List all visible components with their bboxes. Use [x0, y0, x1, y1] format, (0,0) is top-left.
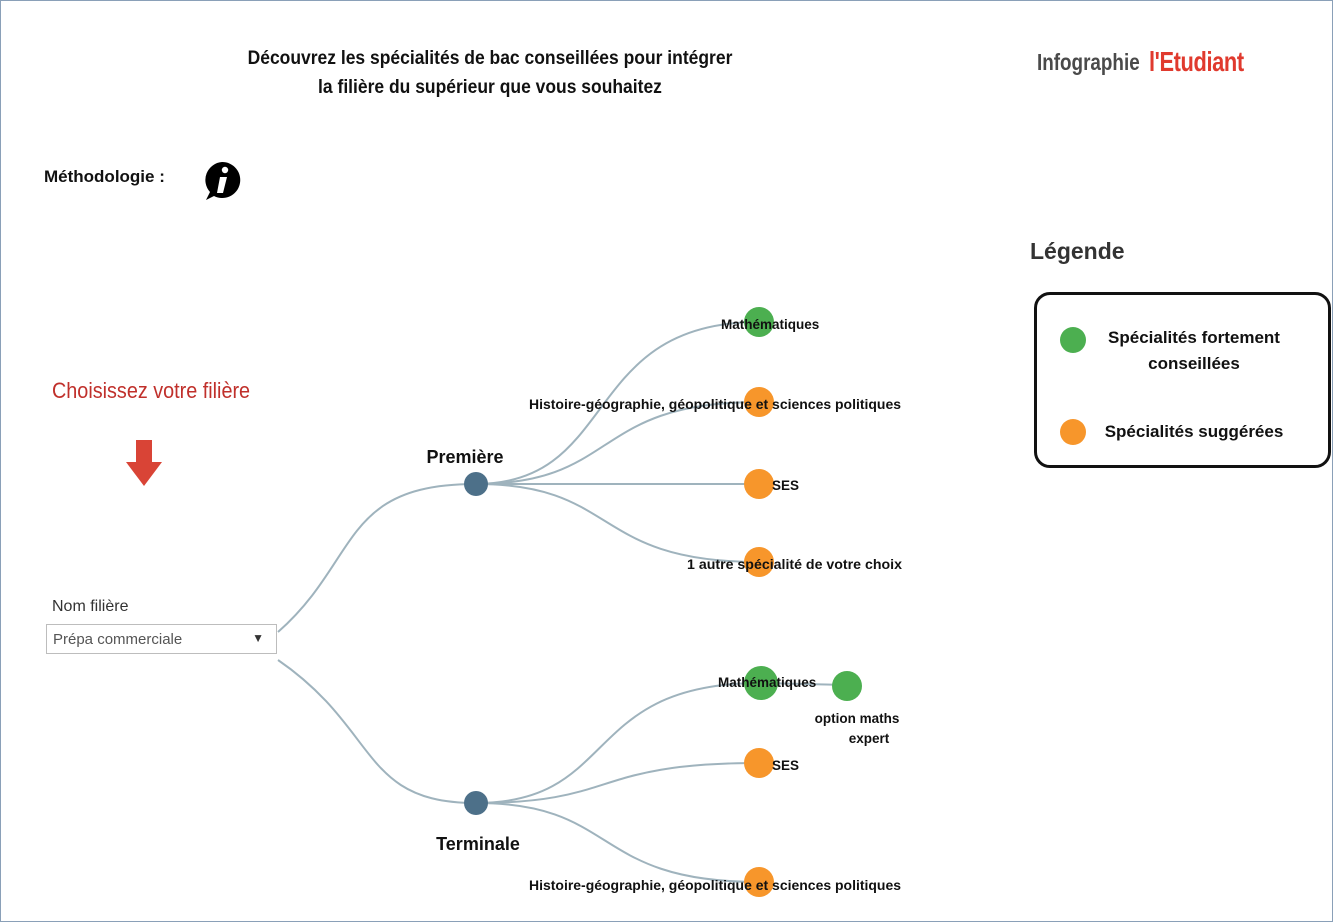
label-premiere-maths: Mathématiques	[721, 317, 819, 332]
info-icon[interactable]	[202, 160, 242, 202]
legend-strong-line-2: conseillées	[1148, 354, 1240, 373]
tree-links	[277, 321, 848, 883]
node-premiere-maths	[744, 307, 774, 337]
down-arrow-icon	[126, 440, 162, 486]
node-terminale-ses	[744, 748, 774, 778]
link-terminale-maths	[475, 682, 762, 804]
label-terminale-ses: SES	[772, 758, 799, 773]
label-terminale-maths: Mathématiques	[718, 675, 816, 690]
title-line-2: la filière du supérieur que vous souhait…	[318, 77, 662, 98]
label-terminale-option-2: expert	[849, 731, 890, 746]
node-terminale-maths	[744, 666, 778, 700]
legend-suggested-dot	[1060, 419, 1086, 445]
chevron-down-icon: ▼	[252, 631, 264, 645]
link-root-premiere	[277, 483, 477, 633]
label-terminale: Terminale	[436, 834, 520, 854]
link-terminale-histgeo	[475, 802, 760, 883]
methodology-label: Méthodologie :	[44, 167, 165, 186]
label-premiere-autre: 1 autre spécialité de votre choix	[687, 557, 903, 572]
node-terminale	[464, 791, 488, 815]
legend-title: Légende	[1030, 238, 1125, 264]
link-root-terminale	[277, 659, 477, 804]
node-premiere-ses	[744, 469, 774, 499]
legend-strong-line-1: Spécialités fortement	[1108, 328, 1280, 347]
link-premiere-maths	[475, 321, 760, 485]
label-premiere-histgeo: Histoire-géographie, géopolitique et sci…	[529, 397, 901, 412]
filiere-select-label: Nom filière	[52, 598, 129, 615]
brand-prefix: Infographie	[1037, 48, 1140, 75]
node-premiere-autre	[744, 547, 774, 577]
legend: Spécialités fortement conseillées Spécia…	[1034, 292, 1331, 468]
tree-labels: Première Terminale Mathématiques Histoir…	[426, 317, 902, 893]
node-premiere-histgeo	[744, 387, 774, 417]
label-terminale-option-1: option maths	[815, 711, 900, 726]
node-premiere	[464, 472, 488, 496]
brand-logo: Infographie l'Etudiant	[1037, 46, 1270, 78]
choose-filiere-prompt: Choisissez votre filière	[52, 378, 251, 403]
tree-nodes	[464, 307, 862, 897]
filiere-select-value: Prépa commerciale	[53, 631, 183, 648]
label-premiere-ses: SES	[772, 478, 799, 493]
link-terminale-ses	[475, 762, 760, 804]
label-terminale-histgeo: Histoire-géographie, géopolitique et sci…	[529, 878, 901, 893]
page-title: Découvrez les spécialités de bac conseil…	[186, 44, 793, 102]
brand-name: l'Etudiant	[1148, 46, 1244, 77]
node-terminale-option	[832, 671, 862, 701]
link-premiere-histgeo	[475, 401, 760, 485]
label-premiere: Première	[426, 447, 503, 467]
title-line-1: Découvrez les spécialités de bac conseil…	[247, 48, 733, 69]
legend-strong-label: Spécialités fortement conseillées	[1099, 325, 1289, 377]
node-terminale-histgeo	[744, 867, 774, 897]
link-premiere-autre	[475, 483, 760, 563]
legend-suggested-label: Spécialités suggérées	[1104, 422, 1284, 441]
legend-strong-dot	[1060, 327, 1086, 353]
filiere-select[interactable]: Prépa commerciale ▼	[46, 624, 277, 654]
